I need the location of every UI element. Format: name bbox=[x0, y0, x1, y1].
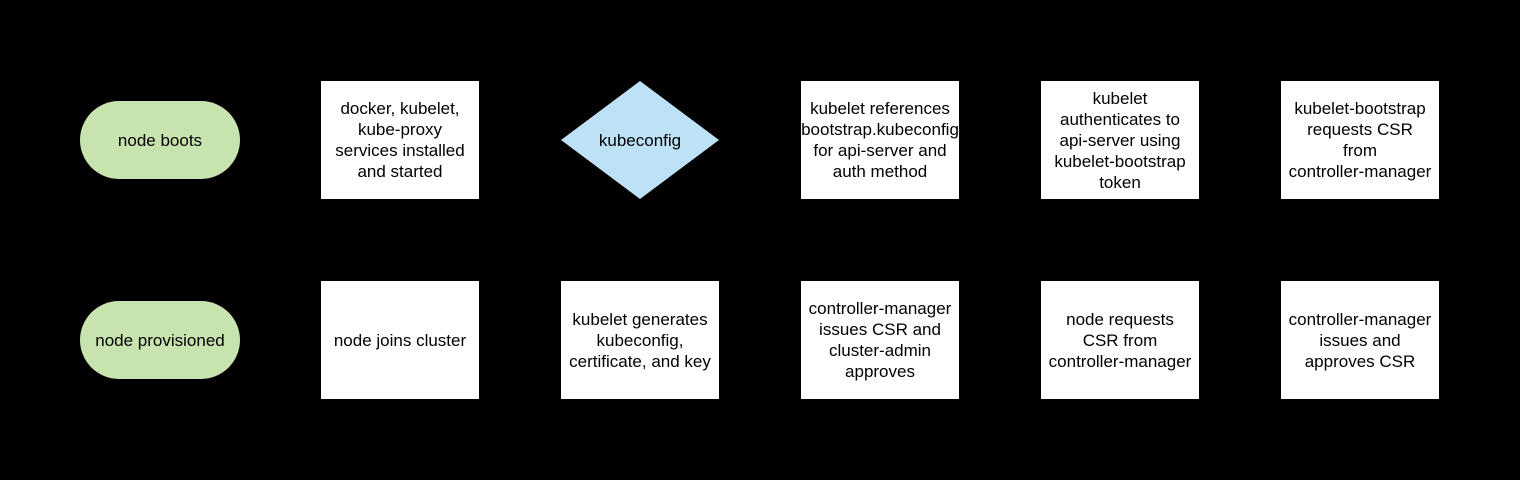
terminator-node-provisioned: node provisioned bbox=[80, 301, 240, 379]
process-controller-manager-issues-csr-cluster-admin-approves: controller-manager issues CSR and cluste… bbox=[801, 281, 959, 399]
process-node-requests-csr: node requests CSR from controller-manage… bbox=[1041, 281, 1199, 399]
process-kubelet-authenticates: kubelet authenticates to api-server usin… bbox=[1041, 81, 1199, 199]
process-kubelet-references-bootstrap-kubeconfig: kubelet references bootstrap.kubeconfig … bbox=[801, 81, 959, 199]
process-services-installed: docker, kubelet, kube-proxy services ins… bbox=[321, 81, 479, 199]
process-kubelet-bootstrap-requests-csr: kubelet-bootstrap requests CSR from cont… bbox=[1281, 81, 1439, 199]
terminator-node-boots: node boots bbox=[80, 101, 240, 179]
process-node-joins-cluster: node joins cluster bbox=[321, 281, 479, 399]
process-controller-manager-issues-approves-csr: controller-manager issues and approves C… bbox=[1281, 281, 1439, 399]
decision-kubeconfig: kubeconfig bbox=[561, 81, 719, 199]
process-kubelet-generates-credentials: kubelet generates kubeconfig, certificat… bbox=[561, 281, 719, 399]
